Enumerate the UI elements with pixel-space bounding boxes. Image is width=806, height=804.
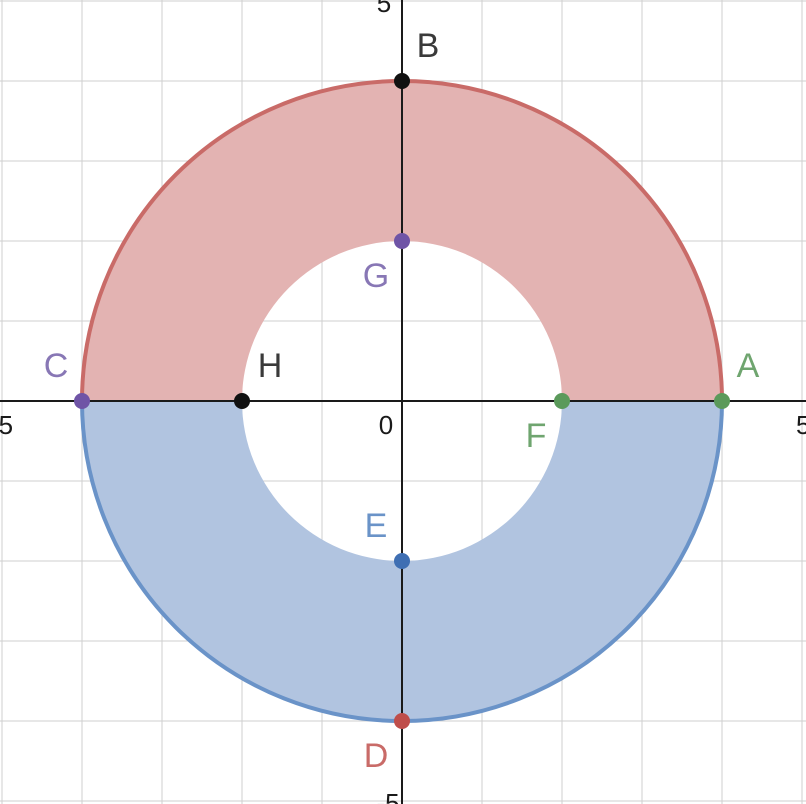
point-c xyxy=(74,393,90,409)
point-label-a: A xyxy=(737,347,760,385)
point-f xyxy=(554,393,570,409)
tick-label-x-max: 5 xyxy=(796,410,806,440)
point-g xyxy=(394,233,410,249)
tick-label-y-min: -5 xyxy=(376,788,399,804)
point-h xyxy=(234,393,250,409)
point-label-f: F xyxy=(526,417,547,455)
point-label-d: D xyxy=(364,737,389,775)
tick-label-origin: 0 xyxy=(379,410,393,440)
tick-label-x-min: -5 xyxy=(0,410,13,440)
point-label-h: H xyxy=(258,347,283,385)
point-label-c: C xyxy=(44,347,69,385)
point-b xyxy=(394,73,410,89)
point-label-e: E xyxy=(365,507,388,545)
points: A B C D E F G H xyxy=(44,27,760,775)
point-label-b: B xyxy=(417,27,440,65)
point-e xyxy=(394,553,410,569)
point-label-g: G xyxy=(363,257,389,295)
point-d xyxy=(394,713,410,729)
point-a xyxy=(714,393,730,409)
tick-label-y-max: 5 xyxy=(377,0,391,18)
